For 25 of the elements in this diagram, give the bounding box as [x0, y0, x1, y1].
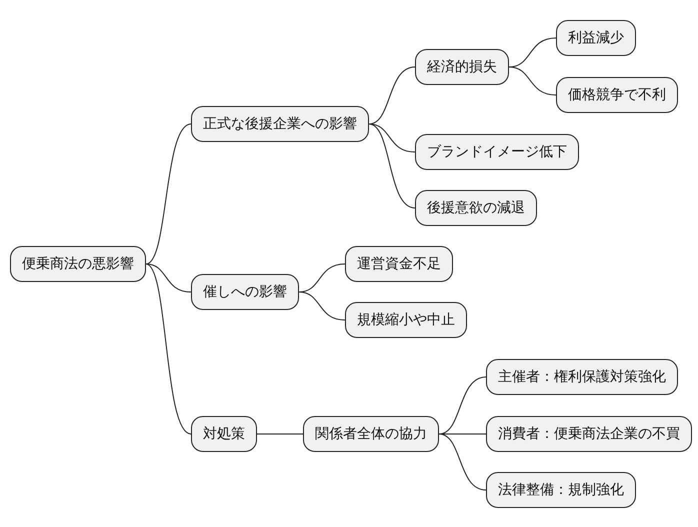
connector: [146, 264, 192, 434]
connector: [146, 264, 192, 292]
connector: [438, 434, 486, 490]
topic-box: 主催者：権利保護対策強化: [486, 359, 678, 395]
topic-box: 運営資金不足: [345, 246, 453, 282]
connector: [146, 124, 192, 264]
topic-box: 正式な後援企業への影響: [191, 106, 369, 142]
connector: [438, 376, 486, 434]
connector: [368, 124, 416, 208]
topic-box: 消費者：便乗商法企業の不買: [486, 416, 692, 452]
topic-box: 価格競争で不利: [556, 77, 678, 113]
topic-box: 経済的損失: [415, 49, 509, 85]
topic-box: 法律整備：規制強化: [486, 472, 636, 508]
topic-box: 利益減少: [556, 20, 636, 56]
topic-box: 規模縮小や中止: [345, 302, 467, 338]
topic-box: 対処策: [191, 416, 257, 452]
topic-box: 催しへの影響: [191, 274, 299, 310]
topic-box: 後援意欲の減退: [415, 190, 537, 226]
connector: [368, 66, 416, 124]
topic-box: 関係者全体の協力: [303, 416, 439, 452]
connector: [508, 66, 556, 96]
connector: [368, 124, 416, 152]
connector: [298, 292, 346, 320]
topic-box: ブランドイメージ低下: [415, 134, 579, 170]
topic-box: 便乗商法の悪影響: [10, 246, 146, 282]
